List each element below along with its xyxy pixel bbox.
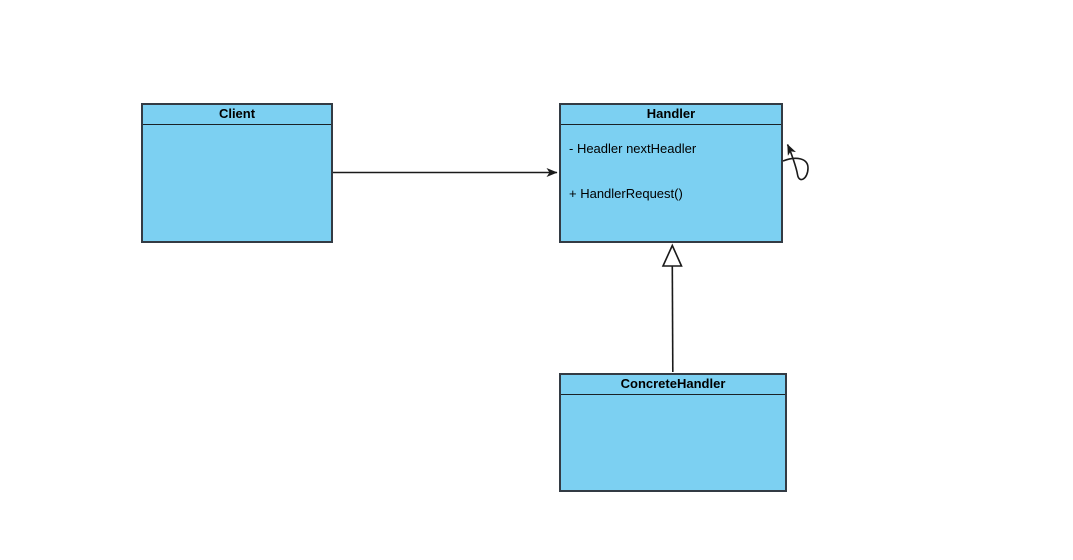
self-association-handler[interactable] — [782, 144, 809, 181]
class-body-handler: - Headler nextHeadler + HandlerRequest() — [561, 125, 781, 241]
handler-attribute-nextheadler: - Headler nextHeadler — [569, 141, 697, 156]
generalization-concretehandler-to-handler[interactable] — [661, 243, 683, 373]
class-title-concretehandler: ConcreteHandler — [561, 375, 785, 395]
class-body-concretehandler — [561, 395, 785, 490]
class-title-client: Client — [143, 105, 331, 125]
class-body-client — [143, 125, 331, 241]
class-box-client[interactable]: Client — [141, 103, 333, 243]
handler-method-handlerrequest: + HandlerRequest() — [569, 186, 683, 201]
class-box-concretehandler[interactable]: ConcreteHandler — [559, 373, 787, 492]
hollow-triangle-arrowhead — [661, 243, 683, 267]
class-title-handler: Handler — [561, 105, 781, 125]
class-box-handler[interactable]: Handler - Headler nextHeadler + HandlerR… — [559, 103, 783, 243]
